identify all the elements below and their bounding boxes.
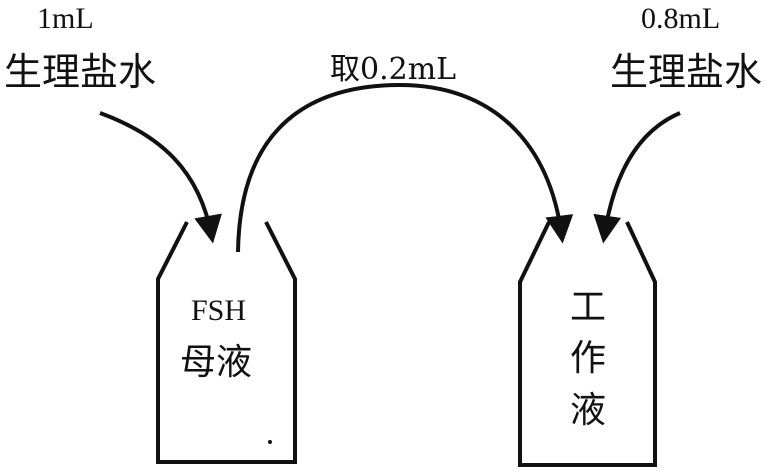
stock-tube-outline [156,221,297,464]
stock-tube-label-line2: 母液 [180,342,253,383]
transfer-arrow [236,82,574,253]
right-volume-label: 0.8mL [641,2,721,35]
working-tube-char3: 液 [570,390,607,431]
right-saline-arrow [593,111,681,244]
transfer-label: 取0.2mL [330,52,457,87]
stock-tube-label-line1: FSH [191,294,247,327]
left-saline-arrow [99,111,222,244]
left-volume-label: 1mL [37,2,94,35]
working-tube-char1: 工 [570,287,607,328]
working-tube-char2: 作 [570,338,607,379]
speck [268,440,272,444]
left-reagent-label: 生理盐水 [4,50,157,94]
working-tube-outline [518,221,657,467]
right-reagent-label: 生理盐水 [610,50,763,94]
